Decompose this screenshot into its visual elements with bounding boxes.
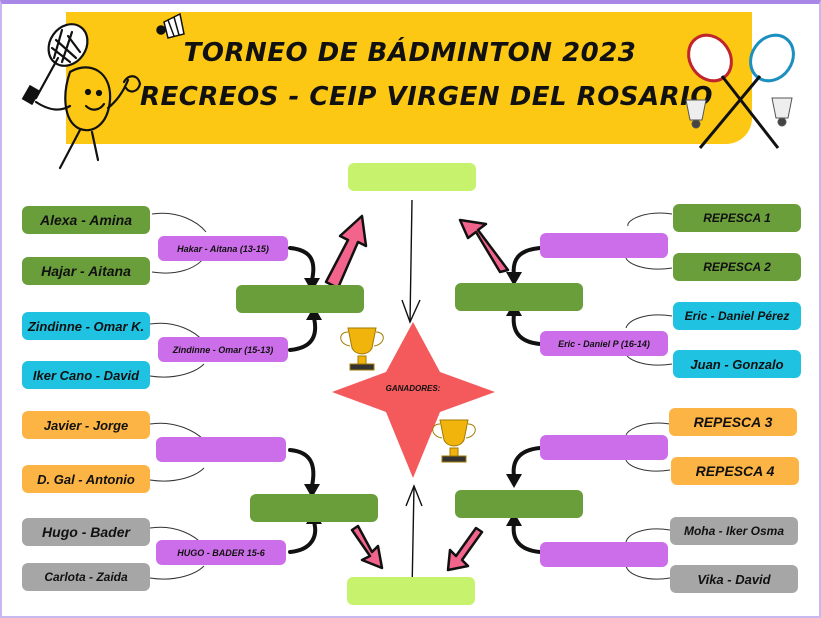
final-slot-bottom [347, 577, 475, 605]
right-r1-team-2: REPESCA 2 [673, 253, 801, 281]
left-r3-slot-1 [236, 285, 364, 313]
right-r2-match-1 [540, 233, 668, 258]
winners-star [332, 322, 495, 478]
right-r1-team-5: REPESCA 3 [669, 408, 797, 436]
shuttlecock-icon [156, 12, 185, 39]
right-r2-match-2: Eric - Daniel P (16-14) [540, 331, 668, 356]
right-r1-team-6: REPESCA 4 [671, 457, 799, 485]
shuttlecock-left-icon [685, 99, 707, 129]
trophy-icon-2 [432, 419, 476, 463]
right-r2-match-3 [540, 435, 668, 460]
shuttlecock-right-icon [771, 97, 793, 127]
thin-connectors-left [149, 212, 207, 580]
title-line-1: TORNEO DE BÁDMINTON 2023 [183, 38, 637, 68]
left-r2-match-1: Hakar - Aitana (13-15) [158, 236, 288, 261]
crossed-rackets-icon [687, 33, 795, 149]
left-r1-team-7: Hugo - Bader [22, 518, 150, 546]
left-r1-team-8: Carlota - Zaida [22, 563, 150, 591]
right-r1-team-7: Moha - Iker Osma [670, 517, 798, 545]
left-r3-slot-2 [250, 494, 378, 522]
trophy-icon [340, 327, 384, 371]
title-line-2: RECREOS - CEIP VIRGEN DEL ROSARIO [140, 82, 713, 112]
thin-connectors-right [625, 212, 673, 580]
right-r3-slot-2 [455, 490, 583, 518]
center-arrows [401, 199, 423, 593]
right-r1-team-3: Eric - Daniel Pérez [673, 302, 801, 330]
right-r1-team-1: REPESCA 1 [673, 204, 801, 232]
right-r2-match-4 [540, 542, 668, 567]
player-drawing-icon [21, 23, 142, 170]
left-r1-team-3: Zindinne - Omar K. [22, 312, 150, 340]
left-r1-team-6: D. Gal - Antonio [22, 465, 150, 493]
left-r2-match-3 [156, 437, 286, 462]
left-r1-team-1: Alexa - Amina [22, 206, 150, 234]
left-r1-team-2: Hajar - Aitana [22, 257, 150, 285]
right-r3-slot-1 [455, 283, 583, 311]
left-r1-team-5: Javier - Jorge [22, 411, 150, 439]
left-r2-match-4: HUGO - BADER 15-6 [156, 540, 286, 565]
right-r1-team-8: Vika - David [670, 565, 798, 593]
advance-arrows [324, 214, 510, 572]
right-r1-team-4: Juan - Gonzalo [673, 350, 801, 378]
final-slot-top [348, 163, 476, 191]
left-r2-match-2: Zindinne - Omar (15-13) [158, 337, 288, 362]
left-r1-team-4: Iker Cano - David [22, 361, 150, 389]
winners-label: GANADORES: [385, 384, 441, 393]
